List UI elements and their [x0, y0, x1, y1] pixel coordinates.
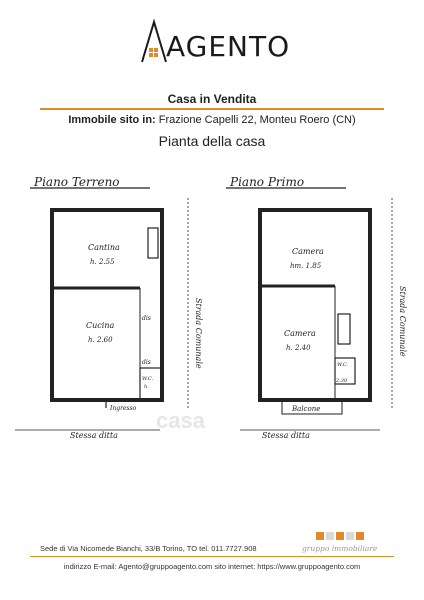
- right-floor-title: Piano Primo: [229, 175, 304, 189]
- right-stairs: [337, 313, 351, 345]
- left-bottom-label: Stessa ditta: [70, 431, 118, 440]
- right-bottom-label: Stessa ditta: [262, 431, 310, 440]
- watermark: casa: [156, 408, 205, 433]
- footer-brand: gruppo immobiliare: [302, 544, 378, 553]
- room-camera-bottom-height: h. 2.40: [286, 344, 311, 352]
- footer-squares-icon: [316, 532, 364, 540]
- footer-address: Sede di Via Nicomede Bianchi, 33/B Torin…: [40, 544, 257, 553]
- header-divider: [40, 108, 384, 110]
- room-camera-bottom: Camera: [284, 329, 316, 338]
- right-road-label: Strada Comunale: [398, 286, 407, 357]
- right-wc: [334, 357, 356, 385]
- entrance-label: Ingresso: [109, 405, 137, 412]
- address-label: Immobile sito in:: [68, 114, 156, 126]
- footer-contacts: indirizzo E-mail: Agento@gruppoagento.co…: [63, 562, 361, 571]
- room-dis: dis: [142, 315, 151, 322]
- room-cucina: Cucina: [86, 321, 114, 330]
- room-wc-left-height: h.: [144, 384, 149, 390]
- floor-plan: Piano Terreno Piano Primo Cantina h. 2.5…: [15, 175, 407, 440]
- room-camera-top: Camera: [292, 247, 324, 256]
- agento-logo: AGENTO: [136, 12, 291, 70]
- plan-subtitle: Pianta della casa: [158, 133, 266, 149]
- height-2-30: 2.30: [335, 378, 348, 384]
- balcony-label: Balcone: [291, 405, 320, 413]
- left-wc: [139, 367, 163, 401]
- room-cucina-height: h. 2.60: [88, 336, 113, 344]
- property-address: Immobile sito in: Frazione Capelli 22, M…: [0, 114, 424, 126]
- room-wc-right: W.C.: [337, 362, 349, 368]
- room-wc-left: W.C.: [142, 376, 154, 382]
- left-floor-title: Piano Terreno: [33, 175, 120, 189]
- logo-text: AGENTO: [166, 30, 291, 63]
- room-camera-top-height: hm. 1.85: [290, 262, 322, 270]
- left-stairs: [147, 227, 159, 259]
- right-outer-wall: [258, 208, 372, 402]
- balcony: [281, 399, 343, 415]
- room-cantina: Cantina: [88, 243, 120, 252]
- footer-divider: [30, 556, 394, 557]
- logo-a-icon: [141, 18, 167, 63]
- left-road-label: Strada Comunale: [194, 298, 203, 369]
- page-title: Casa in Vendita: [167, 92, 257, 106]
- address-value: Frazione Capelli 22, Monteu Roero (CN): [158, 114, 356, 126]
- room-dis-2: dis: [142, 359, 151, 366]
- room-cantina-height: h. 2.55: [90, 258, 115, 266]
- left-outer-wall: [50, 208, 164, 402]
